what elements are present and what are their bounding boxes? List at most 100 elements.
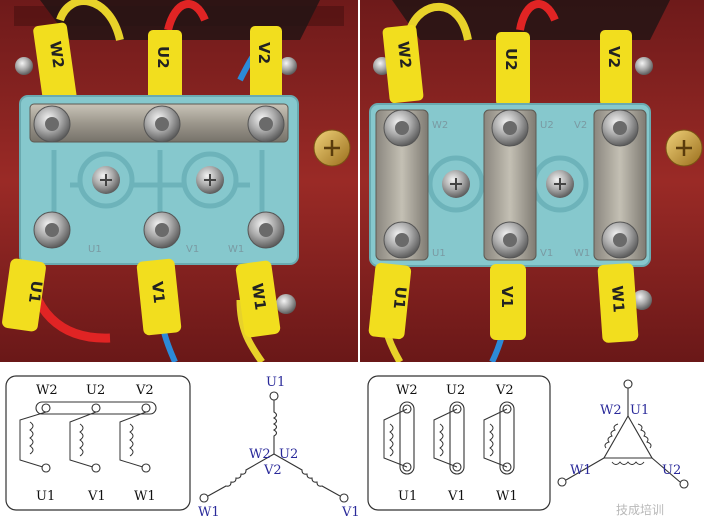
red-wire bbox=[164, 0, 209, 32]
sleeve-label: V1 bbox=[148, 281, 168, 305]
terminal-label-w2: W2 bbox=[36, 383, 58, 398]
sleeve-v1: V1 bbox=[136, 258, 182, 336]
screw-slot bbox=[204, 174, 216, 186]
sleeve-label: U1 bbox=[390, 286, 410, 310]
star-symbol-diagram: U1 W2 U2 V2 W1 V1 bbox=[198, 375, 360, 520]
screw-slot bbox=[324, 140, 340, 156]
terminal-label-w1: W1 bbox=[496, 489, 518, 504]
star-terminal-v1 bbox=[339, 493, 349, 503]
sleeve-u2: U2 bbox=[496, 32, 530, 106]
mount-screw bbox=[15, 57, 33, 75]
sleeve-w1: W1 bbox=[597, 263, 639, 343]
terminal-label-v2: V2 bbox=[495, 383, 514, 398]
delta-lead-left bbox=[565, 457, 605, 481]
yellow-wire bbox=[406, 2, 472, 41]
star-winding-u bbox=[272, 400, 278, 454]
plate-mark: W1 bbox=[574, 248, 590, 259]
plate-mark: U1 bbox=[88, 244, 102, 255]
screw-slot bbox=[676, 140, 692, 156]
plate-mark: V2 bbox=[574, 120, 587, 131]
plate-mark: U1 bbox=[432, 248, 446, 259]
sleeve-label: U2 bbox=[502, 48, 520, 71]
delta-triangle bbox=[603, 414, 653, 459]
windings bbox=[383, 408, 508, 468]
diagram-frame bbox=[5, 375, 191, 511]
terminal-label-v1: V1 bbox=[87, 489, 106, 504]
delta-terminal-left bbox=[557, 477, 567, 487]
star-label-v2: V2 bbox=[263, 463, 282, 478]
screw-slot bbox=[554, 178, 566, 190]
star-terminal-diagram: W2 U2 V2 U1 V1 W1 bbox=[5, 375, 191, 511]
screw-slot bbox=[450, 178, 462, 190]
wiring-diagrams: W2 U2 V2 U1 V1 W1 U1 bbox=[5, 375, 689, 520]
delta-link-bars bbox=[399, 401, 515, 475]
plate-mark: W2 bbox=[432, 120, 448, 131]
sleeve-label: U1 bbox=[25, 279, 46, 304]
windings bbox=[19, 411, 147, 469]
terminal-label-u2: U2 bbox=[446, 383, 465, 398]
terminal-label-w1: W1 bbox=[134, 489, 156, 504]
terminal-label-u1: U1 bbox=[398, 489, 417, 504]
delta-label-u1: U1 bbox=[630, 403, 649, 418]
star-terminal-u1 bbox=[269, 391, 279, 401]
star-label-u1: U1 bbox=[266, 375, 285, 390]
star-label-w2: W2 bbox=[249, 447, 271, 462]
diagram-frame bbox=[367, 375, 551, 511]
star-label-w1: W1 bbox=[198, 505, 220, 520]
star-winding-v bbox=[273, 453, 341, 497]
star-label-v1: V1 bbox=[341, 505, 360, 520]
yellow-wire bbox=[56, 0, 124, 42]
terminal-posts-bottom bbox=[41, 463, 151, 473]
right-photo: W2 U2 V2 W2 U2 V2 U1 V1 W1 bbox=[313, 0, 704, 362]
sleeve-v1: V1 bbox=[490, 264, 526, 340]
sleeve-label: V1 bbox=[498, 286, 516, 308]
sleeve-label: V2 bbox=[605, 46, 623, 68]
screw-slot bbox=[100, 174, 112, 186]
delta-terminal-diagram: W2 U2 V2 U1 V1 W1 bbox=[367, 375, 551, 511]
terminal-nuts bbox=[33, 105, 285, 249]
mount-screw bbox=[276, 294, 296, 314]
terminal-nuts bbox=[383, 109, 639, 259]
plate-mark: V1 bbox=[186, 244, 199, 255]
sleeve-w2: W2 bbox=[33, 22, 77, 106]
cable-gland bbox=[40, 0, 320, 40]
star-winding-w bbox=[207, 453, 275, 497]
mount-screw bbox=[632, 290, 652, 310]
terminal-label-v2: V2 bbox=[135, 383, 154, 398]
sleeve-label: W1 bbox=[608, 285, 628, 313]
terminal-label-w2: W2 bbox=[396, 383, 418, 398]
delta-lead-right bbox=[651, 457, 681, 483]
plate-mark: W1 bbox=[228, 244, 244, 255]
star-label-u2: U2 bbox=[279, 447, 298, 462]
mount-screw bbox=[635, 57, 653, 75]
left-photo: W2 U2 V2 U1 V1 W1 bbox=[0, 0, 358, 362]
terminal-photos: W2 U2 V2 U1 V1 W1 bbox=[0, 0, 704, 362]
sleeve-u2: U2 bbox=[148, 30, 182, 104]
sleeve-u1: U1 bbox=[2, 258, 46, 332]
terminal-label-v1: V1 bbox=[447, 489, 466, 504]
delta-label-w2: W2 bbox=[600, 403, 622, 418]
terminal-label-u2: U2 bbox=[86, 383, 105, 398]
star-link-bar bbox=[35, 401, 157, 415]
watermark-text: 技成培训 bbox=[616, 502, 664, 517]
delta-coils bbox=[604, 423, 652, 465]
delta-label-w1: W1 bbox=[570, 463, 592, 478]
mount-screw bbox=[279, 57, 297, 75]
terminal-label-u1: U1 bbox=[36, 489, 55, 504]
delta-label-u2: U2 bbox=[662, 463, 681, 478]
red-wire bbox=[516, 0, 559, 31]
sleeve-v2: V2 bbox=[250, 26, 282, 104]
sleeve-label: U2 bbox=[154, 46, 172, 69]
star-terminal-w1 bbox=[199, 493, 209, 503]
delta-symbol-diagram: W2 U1 W1 U2 技成培训 bbox=[557, 379, 689, 517]
delta-terminal-top bbox=[623, 379, 633, 389]
delta-terminal-right bbox=[679, 479, 689, 489]
sleeve-w2: W2 bbox=[382, 24, 424, 104]
sleeve-label: W1 bbox=[248, 282, 270, 311]
sleeve-label: V2 bbox=[255, 42, 273, 64]
sleeve-v2: V2 bbox=[600, 30, 632, 106]
terminal-posts-top bbox=[41, 403, 151, 413]
sleeve-w1: W1 bbox=[235, 260, 281, 338]
sleeve-u1: U1 bbox=[368, 262, 412, 340]
